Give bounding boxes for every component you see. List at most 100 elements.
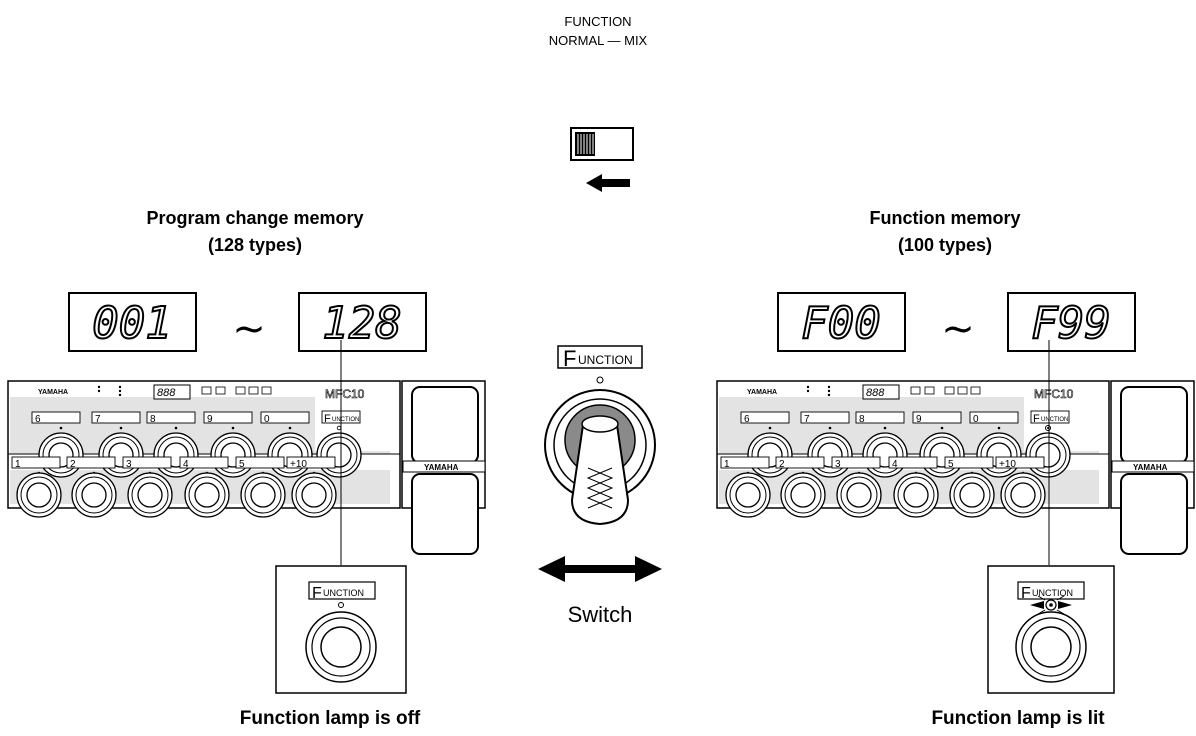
footswitch-+10 xyxy=(291,472,337,518)
switch-label-7: 7 xyxy=(95,414,101,425)
footswitch-5 xyxy=(240,472,286,518)
footswitch-8 xyxy=(153,432,199,478)
switch-label-box xyxy=(146,411,196,424)
right-function-zoom: F UNCTION xyxy=(987,340,1115,694)
switch-led xyxy=(119,426,123,430)
switch-led xyxy=(59,426,63,430)
mode-key xyxy=(910,386,921,395)
switch-label-box xyxy=(235,456,285,469)
left-display-start-text: 001 xyxy=(92,298,171,349)
switch-label-box xyxy=(286,456,336,469)
function-lamp-lit-icon xyxy=(1030,595,1072,615)
switch-label-box xyxy=(66,456,116,469)
mode-key xyxy=(944,386,955,395)
switch-label-9: 9 xyxy=(916,414,922,425)
indicator-dot xyxy=(118,389,122,393)
mode-key xyxy=(261,386,272,395)
lamp-on-caption: Function lamp is lit xyxy=(931,708,1105,729)
switch-label-5: 5 xyxy=(948,459,954,470)
expression-pedal-top xyxy=(1120,386,1188,464)
switch-label-box xyxy=(831,456,881,469)
center-function-switch: F UNCTION xyxy=(544,345,656,526)
function-memory-count: (100 types) xyxy=(897,235,993,255)
function-memory-title: Function memory xyxy=(869,208,1021,228)
footswitch-function xyxy=(1025,432,1071,478)
switch-label-0: 0 xyxy=(264,414,270,425)
left-display-start: 001 xyxy=(68,292,197,352)
switch-label-0: 0 xyxy=(973,414,979,425)
function-memory-heading: Function memory (100 types) xyxy=(770,205,1120,259)
switch-label-box xyxy=(179,456,229,469)
switch-led xyxy=(940,426,944,430)
right-display-start-text: F00 xyxy=(801,298,880,349)
footswitch-6 xyxy=(38,432,84,478)
function-mode-label: FUNCTION NORMAL — MIX xyxy=(498,12,698,50)
left-arrow-icon xyxy=(586,174,630,192)
switch-label-box xyxy=(995,456,1045,469)
footswitch-2 xyxy=(71,472,117,518)
switch-led xyxy=(174,426,178,430)
indicator-dot xyxy=(827,389,831,393)
expression-pedal-bottom xyxy=(411,473,479,555)
switch-label-box xyxy=(775,456,825,469)
switch-label-3: 3 xyxy=(126,459,132,470)
switch-label-+10: +10 xyxy=(290,459,307,470)
footswitch-function xyxy=(316,432,362,478)
switch-label-9: 9 xyxy=(207,414,213,425)
center-function-label-rest: UNCTION xyxy=(578,353,633,367)
pedal-model-text: MFC10 xyxy=(1034,387,1074,401)
mode-key xyxy=(957,386,968,395)
switch-label-box xyxy=(31,411,81,424)
right-zoom-label-rest: UNCTION xyxy=(1032,588,1073,598)
mode-key xyxy=(215,386,226,395)
function-label-f: F xyxy=(324,413,331,425)
footswitch-4 xyxy=(184,472,230,518)
switch-label-3: 3 xyxy=(835,459,841,470)
switch-caption: Switch xyxy=(567,602,633,627)
switch-label-1: 1 xyxy=(724,459,730,470)
switch-label-1: 1 xyxy=(15,459,21,470)
function-title: FUNCTION xyxy=(564,14,632,29)
switch-led xyxy=(231,426,235,430)
switch-label-box xyxy=(11,456,61,469)
program-change-heading: Program change memory (128 types) xyxy=(80,205,430,259)
switch-label-box xyxy=(969,411,1019,424)
expression-pedal-band xyxy=(402,460,486,473)
switch-label-8: 8 xyxy=(150,414,156,425)
lamp-off-caption: Function lamp is off xyxy=(239,708,421,729)
footswitch-4 xyxy=(893,472,939,518)
switch-label-box xyxy=(720,456,770,469)
function-label-rest: UNCTION xyxy=(332,417,359,423)
pedal-led-text: 888 xyxy=(157,387,176,399)
footswitch-6 xyxy=(747,432,793,478)
footswitch-+10 xyxy=(1000,472,1046,518)
switch-label-6: 6 xyxy=(744,414,750,425)
panel-strip xyxy=(10,451,390,454)
program-change-count: (128 types) xyxy=(207,235,303,255)
switch-label-5: 5 xyxy=(239,459,245,470)
left-display-end: 128 xyxy=(298,292,427,352)
pedal-led-text: 888 xyxy=(866,387,885,399)
footswitch-5 xyxy=(949,472,995,518)
switch-label-box xyxy=(740,411,790,424)
switch-label-box xyxy=(203,411,253,424)
switch-led xyxy=(828,426,832,430)
switch-led xyxy=(997,426,1001,430)
footswitch-3 xyxy=(127,472,173,518)
indicator-dot xyxy=(118,385,122,389)
footswitch-0 xyxy=(976,432,1022,478)
switch-label-box xyxy=(260,411,310,424)
function-label-rest: UNCTION xyxy=(1041,417,1068,423)
expression-pedal-band xyxy=(1111,460,1195,473)
indicator-dot xyxy=(827,385,831,389)
switch-label-6: 6 xyxy=(35,414,41,425)
mode-key xyxy=(201,386,212,395)
right-display-start: F00 xyxy=(777,292,906,352)
expression-pedal-top xyxy=(411,386,479,464)
indicator-dot xyxy=(827,393,831,397)
expression-brand-text: YAMAHA xyxy=(424,463,459,472)
mode-key xyxy=(248,386,259,395)
expression-pedal-bottom xyxy=(1120,473,1188,555)
